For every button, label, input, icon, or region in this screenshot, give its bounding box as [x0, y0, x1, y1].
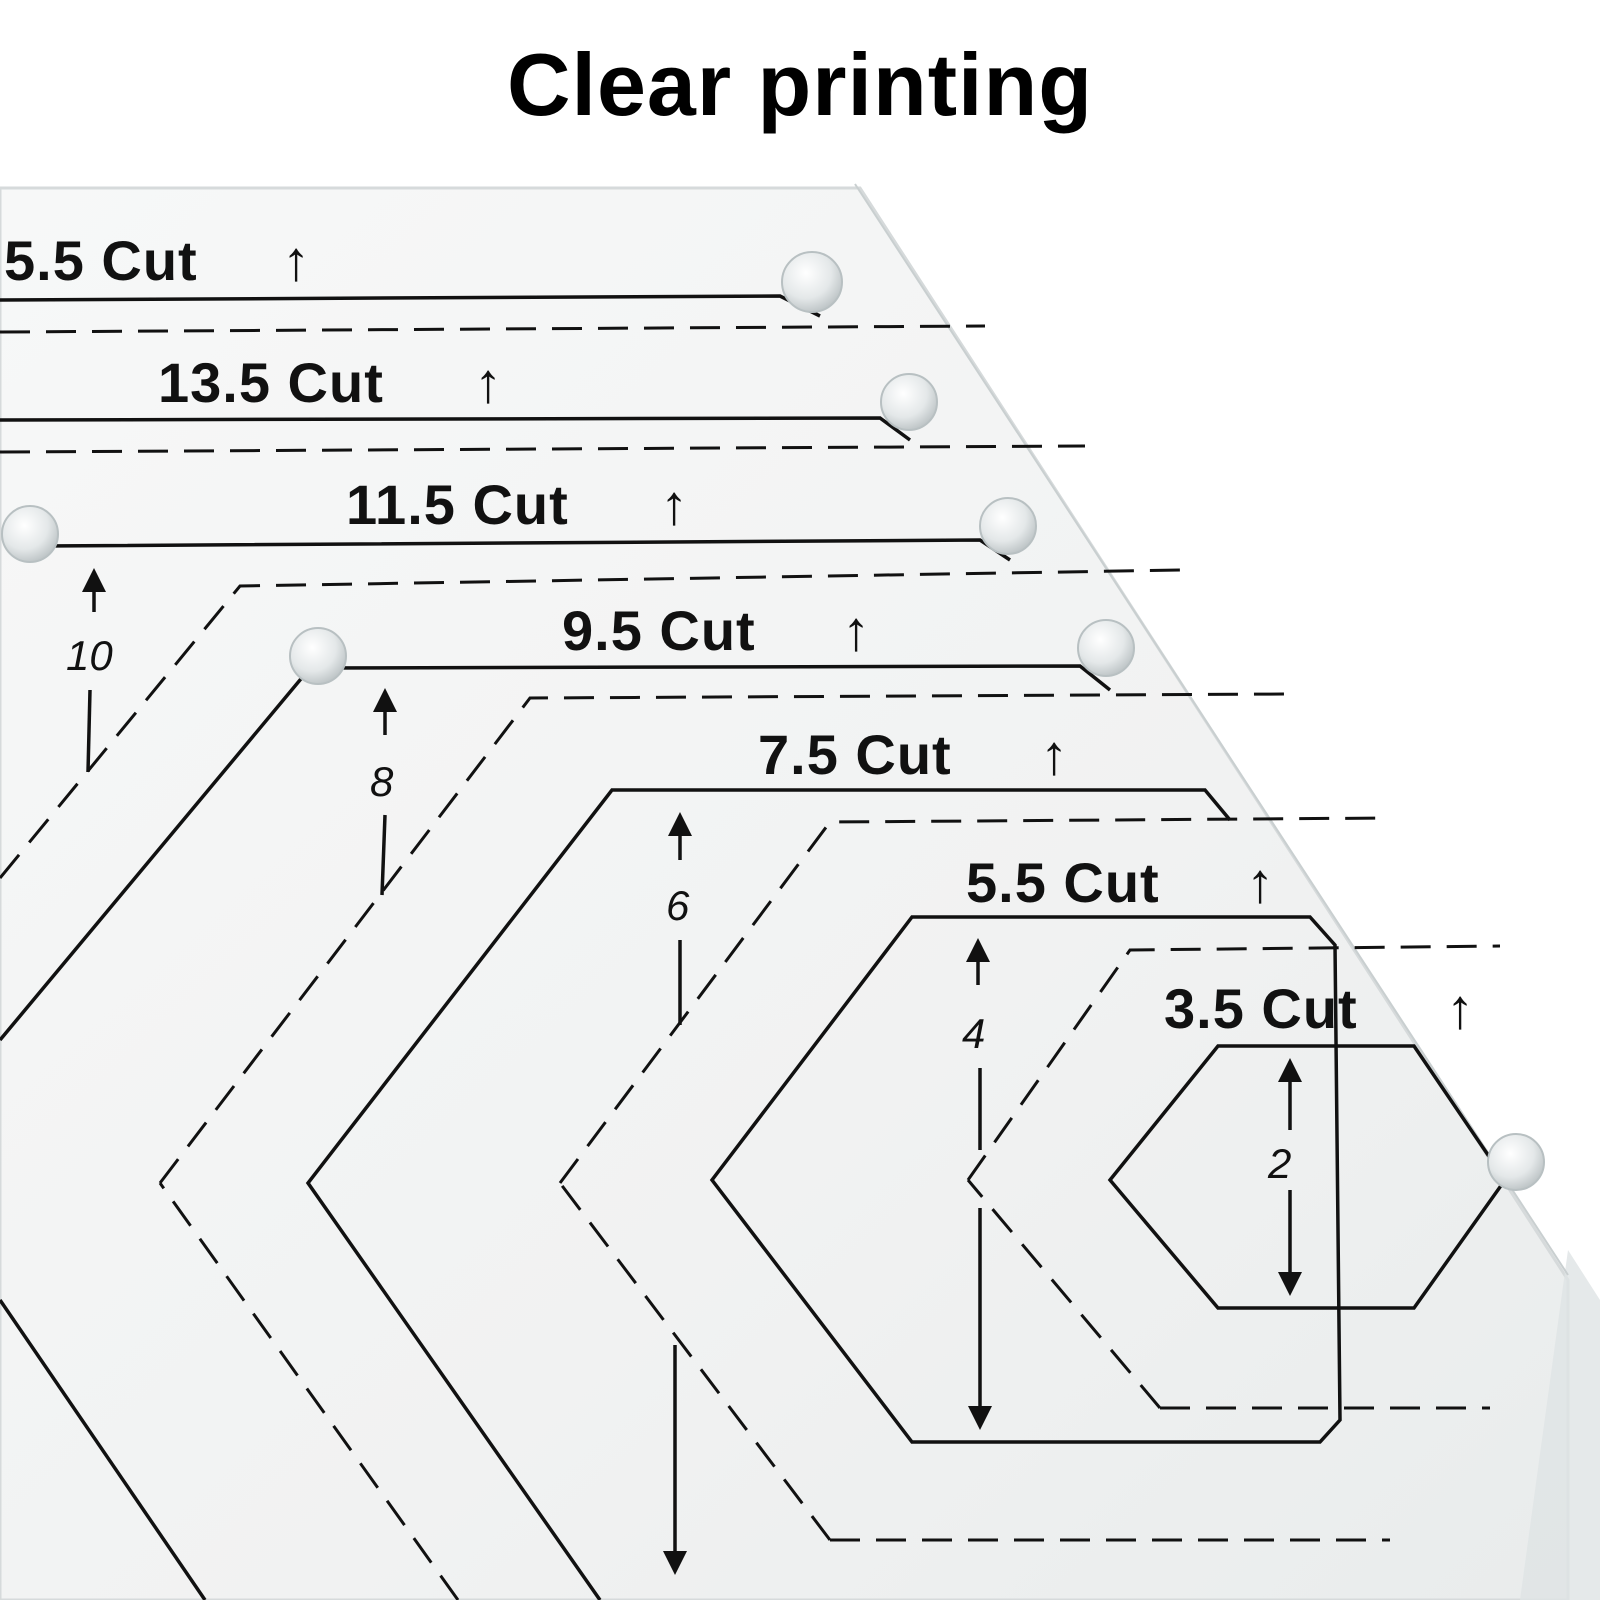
arrow-up-icon: ↑ [1246, 851, 1275, 914]
dimension-label: 8 [370, 758, 394, 805]
arrow-up-icon: ↑ [660, 473, 689, 536]
peg [1487, 1133, 1545, 1191]
peg [1077, 619, 1135, 677]
arrow-up-icon: ↑ [1040, 723, 1069, 786]
dimension-label: 4 [962, 1010, 985, 1057]
cut-label: 5.5 Cut [966, 851, 1160, 914]
cut-label: 9.5 Cut [562, 599, 756, 662]
cut-label: 5.5 Cut [4, 229, 198, 292]
alignment-pegs [1, 251, 1545, 1191]
arrow-up-icon: ↑ [282, 229, 311, 292]
seam-lines [0, 324, 1501, 1600]
cut-label: 7.5 Cut [758, 723, 952, 786]
cut-label: 13.5 Cut [158, 351, 384, 414]
arrow-up-icon: ↑ [474, 351, 503, 414]
arrow-up-icon: ↑ [842, 599, 871, 662]
peg [880, 373, 938, 431]
peg [979, 497, 1037, 555]
cut-label: 3.5 Cut [1164, 977, 1358, 1040]
dimension-arrows [82, 568, 1302, 1575]
headline: Clear printing [506, 35, 1094, 134]
dimension-label: 6 [666, 882, 690, 929]
peg [1, 505, 59, 563]
dimension-label: 10 [66, 632, 113, 679]
peg [781, 251, 843, 313]
arrow-up-icon: ↑ [1446, 977, 1475, 1040]
ruler-edge [1520, 1250, 1600, 1600]
cut-label: 11.5 Cut [346, 473, 569, 536]
cut-labels: 5.5 Cut ↑ 13.5 Cut ↑ 11.5 Cut ↑ 9.5 Cut … [4, 229, 1475, 1040]
peg [289, 627, 347, 685]
dimension-labels: 10 8 6 4 2 [66, 632, 1291, 1187]
dimension-label: 2 [1267, 1140, 1291, 1187]
